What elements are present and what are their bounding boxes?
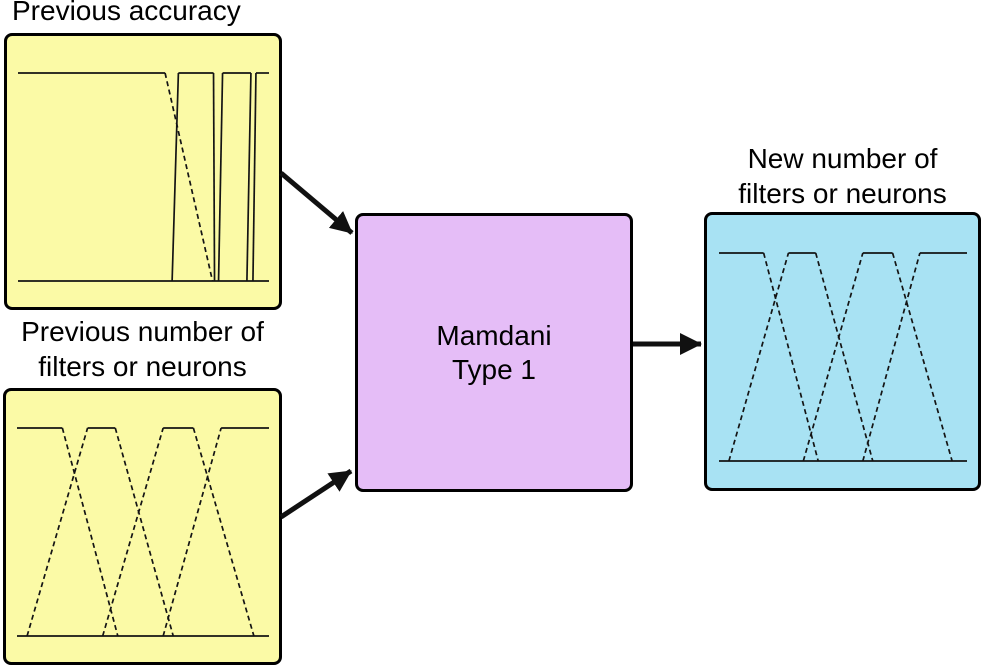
membership-slope-line — [164, 72, 214, 282]
new-number-box — [704, 212, 981, 491]
membership-slope-line — [891, 252, 953, 462]
previous-accuracy-membership-plot — [18, 72, 269, 282]
membership-line — [217, 72, 224, 282]
mamdani-process-label: Mamdani Type 1 — [436, 319, 551, 387]
new-number-title-line1: New number of — [747, 143, 938, 174]
mamdani-label-line2: Type 1 — [451, 353, 537, 385]
membership-slope-line — [114, 427, 175, 637]
membership-slope-line — [728, 252, 790, 462]
mamdani-label-line1: Mamdani — [436, 319, 552, 351]
new-number-title: New number of filters or neurons — [704, 141, 981, 211]
membership-slope-line — [862, 252, 921, 462]
previous-accuracy-box — [4, 33, 282, 310]
membership-slope-line — [802, 252, 864, 462]
new-number-membership-plot — [719, 252, 967, 462]
previous-number-title-line2: filters or neurons — [38, 351, 247, 382]
previous-number-membership-plot — [17, 427, 269, 637]
membership-line — [246, 72, 252, 282]
membership-slope-line — [192, 427, 255, 637]
membership-line — [252, 72, 257, 282]
membership-slope-line — [26, 427, 89, 637]
previous-number-title-line1: Previous number of — [21, 316, 264, 347]
previous-accuracy-title: Previous accuracy — [12, 0, 241, 26]
membership-slope-line — [762, 252, 820, 462]
arrow-prev-number-to-mamdani — [279, 468, 353, 520]
previous-number-title: Previous number of filters or neurons — [0, 314, 285, 384]
membership-slope-line — [61, 427, 119, 637]
mamdani-process-box: Mamdani Type 1 — [355, 213, 633, 492]
membership-slope-line — [101, 427, 164, 637]
new-number-title-line2: filters or neurons — [738, 178, 947, 209]
membership-line — [212, 72, 216, 282]
membership-line — [171, 72, 180, 282]
membership-slope-line — [162, 427, 222, 637]
previous-number-box — [3, 388, 282, 665]
membership-slope-line — [814, 252, 874, 462]
arrow-prev-accuracy-to-mamdani — [279, 171, 354, 235]
